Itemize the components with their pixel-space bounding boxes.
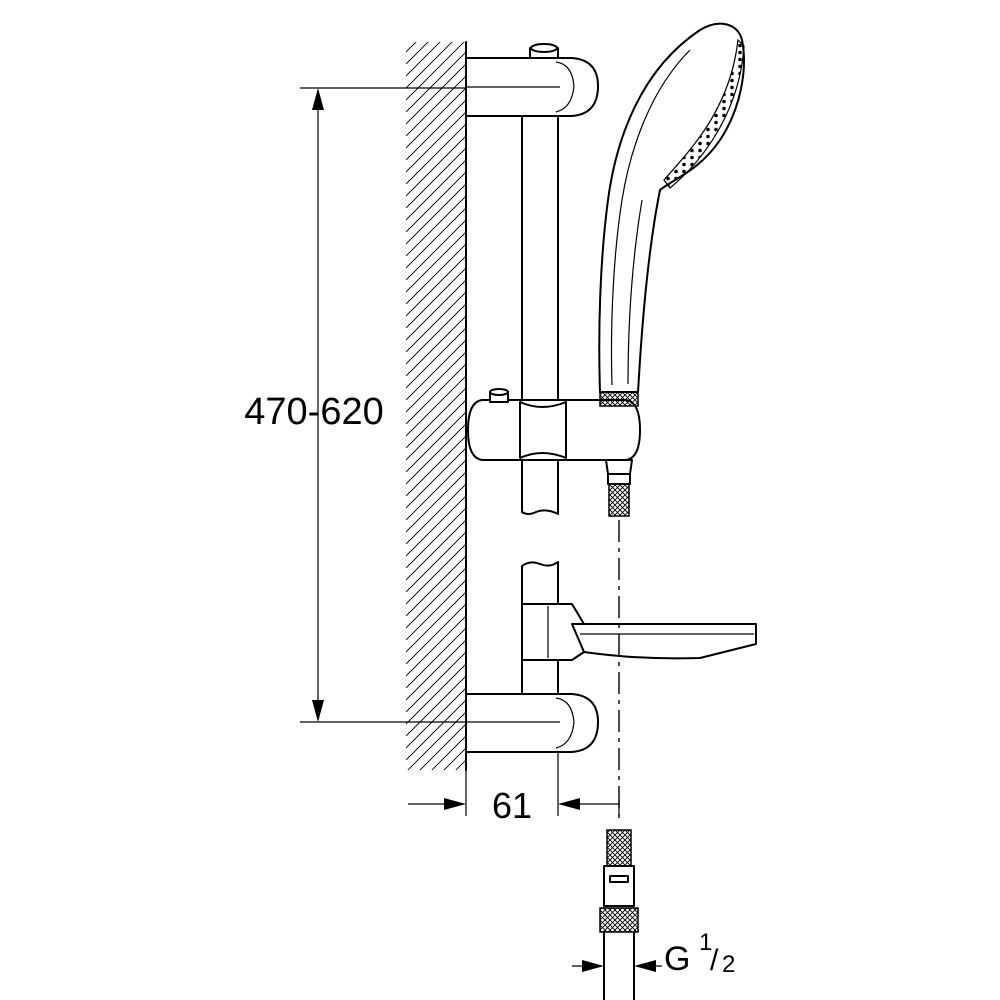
slider-holder (467, 388, 641, 517)
hose-connection (599, 829, 639, 1000)
wall-distance-label: 61 (492, 785, 532, 826)
thread-numerator-label: 1 (699, 929, 712, 956)
wall-hatching (406, 42, 466, 770)
hand-shower (598, 22, 745, 407)
thread-size-dimension: G 1 / 2 (572, 929, 735, 978)
top-wall-bracket (465, 43, 599, 117)
thread-denominator-label: 2 (722, 951, 735, 978)
wall-distance-dimension: 61 (408, 752, 620, 826)
thread-g-label: G (664, 940, 690, 978)
rail-length-label: 470-620 (244, 391, 383, 433)
thread-fraction-slash: / (710, 944, 719, 977)
soap-dish (521, 603, 757, 661)
rail-length-dimension: 470-620 (244, 87, 466, 723)
bottom-wall-bracket (465, 693, 599, 753)
